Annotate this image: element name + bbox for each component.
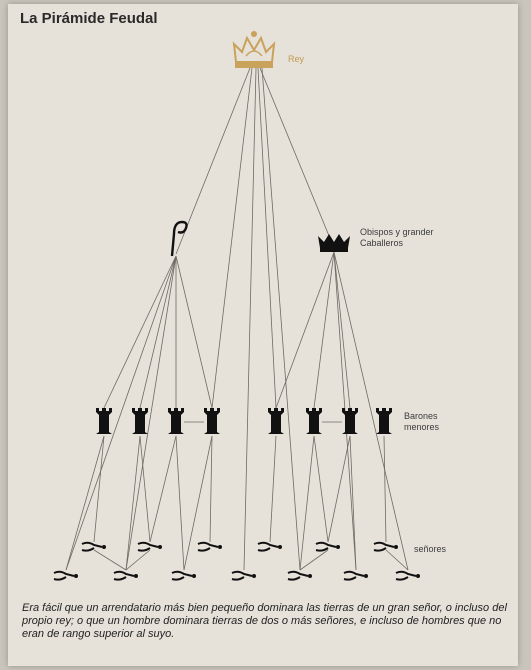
- hierarchy-line: [125, 435, 141, 571]
- spur-icon: [343, 570, 368, 581]
- castle-tower-icon: [96, 408, 112, 434]
- castle-tower-icon: [132, 408, 148, 434]
- spur-icon: [81, 541, 106, 552]
- hierarchy-line: [383, 435, 387, 543]
- hierarchy-line: [349, 435, 357, 571]
- spur-icon: [53, 570, 78, 581]
- hierarchy-icons: [53, 31, 420, 581]
- label-king: Rey: [288, 54, 305, 64]
- spur-icon: [373, 541, 398, 552]
- hierarchy-line: [243, 67, 257, 571]
- spur-icon: [113, 570, 138, 581]
- hierarchy-line: [139, 255, 177, 409]
- spur-icon: [197, 541, 222, 552]
- caption-text: Era fácil que un arrendatario más bien p…: [22, 602, 507, 640]
- label-barons: Barones menores: [404, 411, 440, 432]
- spur-icon: [231, 570, 256, 581]
- hierarchy-line: [313, 251, 335, 409]
- hierarchy-line: [93, 549, 127, 571]
- spur-icon: [137, 541, 162, 552]
- hierarchy-line: [175, 255, 213, 409]
- label-lords: señores: [414, 544, 447, 554]
- hierarchy-line: [333, 251, 351, 409]
- hierarchy-line: [299, 549, 329, 571]
- hierarchy-line: [65, 435, 105, 571]
- crozier-icon: [170, 220, 188, 257]
- hierarchy-line: [125, 549, 151, 571]
- castle-tower-icon: [376, 408, 392, 434]
- hierarchy-line: [175, 67, 251, 255]
- hierarchy-line: [261, 67, 301, 571]
- spur-icon: [257, 541, 282, 552]
- castle-tower-icon: [342, 408, 358, 434]
- spur-icon: [395, 570, 420, 581]
- hierarchy-line: [65, 255, 177, 571]
- hierarchy-line: [175, 435, 185, 571]
- hierarchy-line: [139, 435, 151, 543]
- castle-tower-icon: [306, 408, 322, 434]
- spur-icon: [171, 570, 196, 581]
- hierarchy-line: [299, 435, 315, 571]
- hierarchy-line: [333, 251, 409, 571]
- spur-icon: [287, 570, 312, 581]
- crown-icon: [232, 31, 276, 68]
- hierarchy-line: [313, 435, 329, 543]
- hierarchy-line: [149, 435, 177, 543]
- hierarchy-line: [275, 251, 335, 409]
- hierarchy-line: [327, 435, 351, 543]
- hierarchy-line: [93, 435, 105, 543]
- spur-icon: [315, 541, 340, 552]
- hierarchy-lines: [65, 67, 409, 571]
- diagram-title: La Pirámide Feudal: [20, 10, 158, 27]
- hierarchy-line: [385, 549, 409, 571]
- hierarchy-line: [211, 67, 253, 409]
- label-nobles: Obispos y grander Caballeros: [360, 227, 434, 248]
- coronet-icon: [318, 234, 350, 252]
- castle-tower-icon: [204, 408, 220, 434]
- lords-row: [53, 541, 420, 581]
- feudal-pyramid-diagram: [53, 31, 420, 581]
- castle-tower-icon: [168, 408, 184, 434]
- hierarchy-line: [125, 255, 177, 571]
- hierarchy-line: [183, 435, 213, 571]
- hierarchy-line: [269, 435, 277, 543]
- hierarchy-line: [257, 67, 277, 409]
- hierarchy-line: [103, 255, 177, 409]
- book-page: La Pirámide Feudal Rey Obispos y: [8, 4, 518, 666]
- hierarchy-line: [259, 67, 335, 249]
- hierarchy-line: [209, 435, 213, 543]
- castle-tower-icon: [268, 408, 284, 434]
- barons-row: [96, 408, 392, 434]
